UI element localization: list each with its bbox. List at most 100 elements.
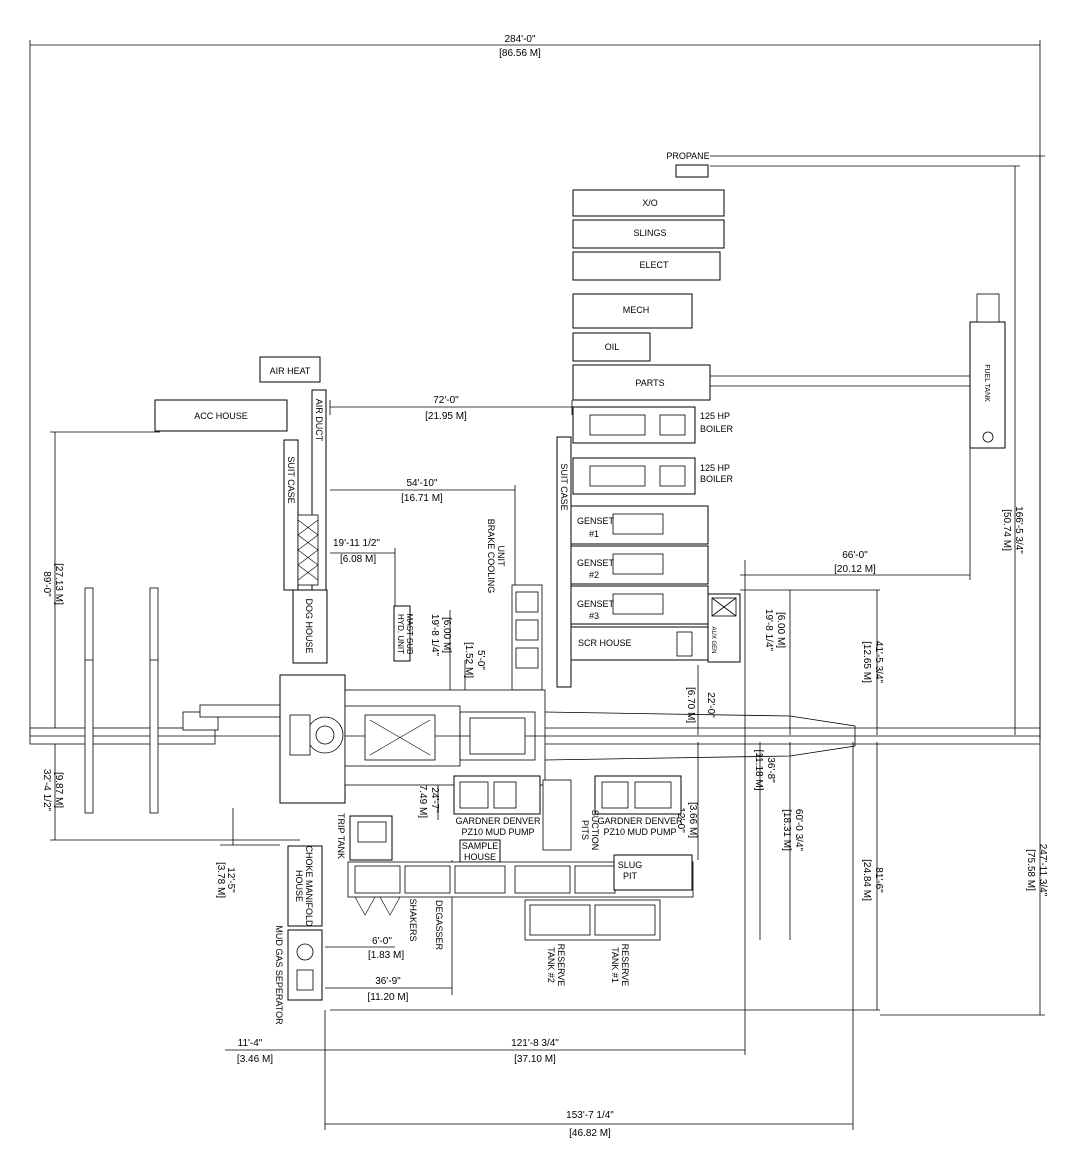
air-heat: AIR HEAT	[259, 356, 321, 383]
svg-text:81'-6": 81'-6"	[873, 867, 884, 893]
svg-text:[11.18 M]: [11.18 M]	[753, 750, 764, 791]
dim-81: 81'-6" [24.84 M]	[330, 742, 884, 1011]
svg-text:54'-10": 54'-10"	[406, 478, 437, 489]
svg-text:[6.00 M]: [6.00 M]	[441, 617, 452, 653]
svg-text:HYD. UNIT: HYD. UNIT	[396, 614, 405, 654]
svg-text:[7.49 M]: [7.49 M]	[417, 782, 428, 818]
svg-text:24'-7": 24'-7"	[429, 787, 440, 813]
svg-text:DOG HOUSE: DOG HOUSE	[304, 598, 314, 653]
degasser-label: DEGASSER	[434, 900, 444, 951]
reserve-tanks: RESERVE TANK #2 RESERVE TANK #1	[524, 899, 661, 987]
svg-text:[6.70 M]: [6.70 M]	[685, 687, 696, 723]
dim-12-5: 12'-5" [3.78 M]	[215, 808, 280, 898]
svg-text:BOILER: BOILER	[700, 424, 734, 434]
suction-pits: SUCTION PITS	[542, 779, 600, 851]
dim-60: 60'-0 3/4" [18.31 M]	[781, 742, 804, 940]
svg-text:[46.82 M]: [46.82 M]	[569, 1128, 611, 1139]
svg-text:X/O: X/O	[642, 198, 658, 208]
stairs-left	[297, 514, 319, 586]
dim-12: 12'-0" [3.66 M]	[675, 742, 699, 860]
svg-text:HOUSE: HOUSE	[464, 852, 496, 862]
svg-text:[50.74 M]: [50.74 M]	[1001, 509, 1012, 551]
svg-text:GARDNER DENVER: GARDNER DENVER	[455, 816, 541, 826]
svg-text:32'-4 1/2": 32'-4 1/2"	[41, 769, 52, 812]
svg-text:SLINGS: SLINGS	[633, 228, 666, 238]
elect-building: ELECT	[572, 251, 721, 281]
sample-house: SAMPLE HOUSE	[459, 839, 501, 863]
svg-text:ELECT: ELECT	[639, 260, 669, 270]
svg-text:PZ10 MUD PUMP: PZ10 MUD PUMP	[461, 827, 534, 837]
svg-text:BRAKE COOLING: BRAKE COOLING	[486, 519, 496, 594]
svg-text:ACC HOUSE: ACC HOUSE	[194, 411, 248, 421]
svg-text:6'-0": 6'-0"	[372, 936, 392, 947]
svg-text:[24.84 M]: [24.84 M]	[861, 859, 872, 901]
svg-text:36'-8": 36'-8"	[765, 757, 776, 783]
svg-text:166'-5 3/4": 166'-5 3/4"	[1013, 506, 1024, 554]
svg-text:247'-11 3/4": 247'-11 3/4"	[1037, 844, 1048, 897]
boiler-2: 125 HP BOILER	[572, 457, 734, 495]
svg-text:36'-9": 36'-9"	[375, 976, 401, 987]
svg-text:AUX GEN: AUX GEN	[710, 626, 716, 653]
svg-text:19'-11 1/2": 19'-11 1/2"	[333, 538, 380, 549]
svg-text:12'-5": 12'-5"	[225, 867, 236, 893]
svg-text:12'-0": 12'-0"	[675, 807, 686, 833]
svg-text:SCR HOUSE: SCR HOUSE	[578, 638, 632, 648]
svg-text:MECH: MECH	[623, 305, 650, 315]
svg-text:[3.78 M]: [3.78 M]	[215, 862, 226, 898]
dim-89: 89'-0" [27.13 M]	[41, 431, 160, 735]
dim-32: 32'-4 1/2" [9.87 M]	[41, 742, 300, 841]
svg-text:SLUG: SLUG	[618, 860, 643, 870]
genset-3: GENSET #3	[569, 585, 709, 625]
svg-text:RESERVE: RESERVE	[556, 944, 566, 987]
svg-text:19'-8 1/4": 19'-8 1/4"	[763, 609, 774, 652]
svg-text:HOUSE: HOUSE	[294, 870, 304, 902]
mud-pump-left: GARDNER DENVER PZ10 MUD PUMP	[453, 775, 541, 837]
svg-text:PZ10 MUD PUMP: PZ10 MUD PUMP	[603, 827, 676, 837]
substructure	[279, 674, 546, 804]
dog-house: DOG HOUSE	[292, 589, 328, 664]
dim-121: 121'-8 3/4" [37.10 M]	[325, 560, 746, 1065]
dim-22: 22'-0" [6.70 M]	[685, 665, 716, 735]
svg-text:MUD GAS SEPERATOR: MUD GAS SEPERATOR	[274, 925, 284, 1025]
svg-text:125 HP: 125 HP	[700, 411, 730, 421]
acc-house: ACC HOUSE	[154, 399, 288, 432]
svg-text:SAMPLE: SAMPLE	[462, 841, 499, 851]
svg-text:PITS: PITS	[580, 820, 590, 840]
shakers-label: SHAKERS	[408, 898, 418, 941]
svg-text:5'-0": 5'-0"	[475, 650, 486, 670]
svg-text:#2: #2	[589, 570, 599, 580]
svg-text:[37.10 M]: [37.10 M]	[514, 1054, 556, 1065]
svg-text:121'-8 3/4": 121'-8 3/4"	[511, 1038, 559, 1049]
svg-text:PIT: PIT	[623, 871, 638, 881]
dim-166: 166'-5 3/4" [50.74 M]	[710, 165, 1024, 735]
parts-building: PARTS	[572, 364, 970, 401]
dim-72: 72'-0" [21.95 M]	[329, 395, 573, 422]
suit-case-right: SUIT CASE	[556, 436, 572, 688]
svg-text:BOILER: BOILER	[700, 474, 734, 484]
svg-text:11'-4": 11'-4"	[238, 1038, 263, 1049]
svg-text:GENSET: GENSET	[577, 558, 615, 568]
svg-text:19'-8 1/4": 19'-8 1/4"	[429, 614, 440, 657]
svg-text:RESERVE: RESERVE	[620, 944, 630, 987]
scr-house: SCR HOUSE	[569, 626, 709, 661]
dim-36-8: 36'-8" [11.18 M]	[753, 742, 776, 940]
svg-text:SHAKERS: SHAKERS	[408, 898, 418, 941]
dim-11: 11'-4" [3.46 M]	[225, 1038, 325, 1065]
svg-text:SUIT CASE: SUIT CASE	[559, 463, 569, 510]
svg-text:[1.83 M]: [1.83 M]	[368, 950, 404, 961]
svg-text:[6.00 M]: [6.00 M]	[775, 612, 786, 648]
slug-pit: SLUG PIT	[613, 854, 693, 891]
svg-text:[3.46 M]: [3.46 M]	[237, 1054, 273, 1065]
svg-text:TANK #2: TANK #2	[546, 947, 556, 983]
pipe-rack	[29, 587, 1040, 814]
svg-text:TANK #1: TANK #1	[610, 947, 620, 983]
oil-building: OIL	[572, 332, 651, 362]
dim-19-8-right: 19'-8 1/4" [6.00 M]	[763, 590, 791, 735]
svg-text:72'-0": 72'-0"	[433, 395, 459, 406]
dim-41: 41'-5 3/4" [12.65 M]	[740, 589, 884, 735]
svg-text:GENSET: GENSET	[577, 599, 615, 609]
genset-1: GENSET #1	[569, 505, 709, 545]
svg-text:AIR DUCT: AIR DUCT	[314, 399, 324, 442]
svg-text:60'-0 3/4": 60'-0 3/4"	[793, 809, 804, 852]
